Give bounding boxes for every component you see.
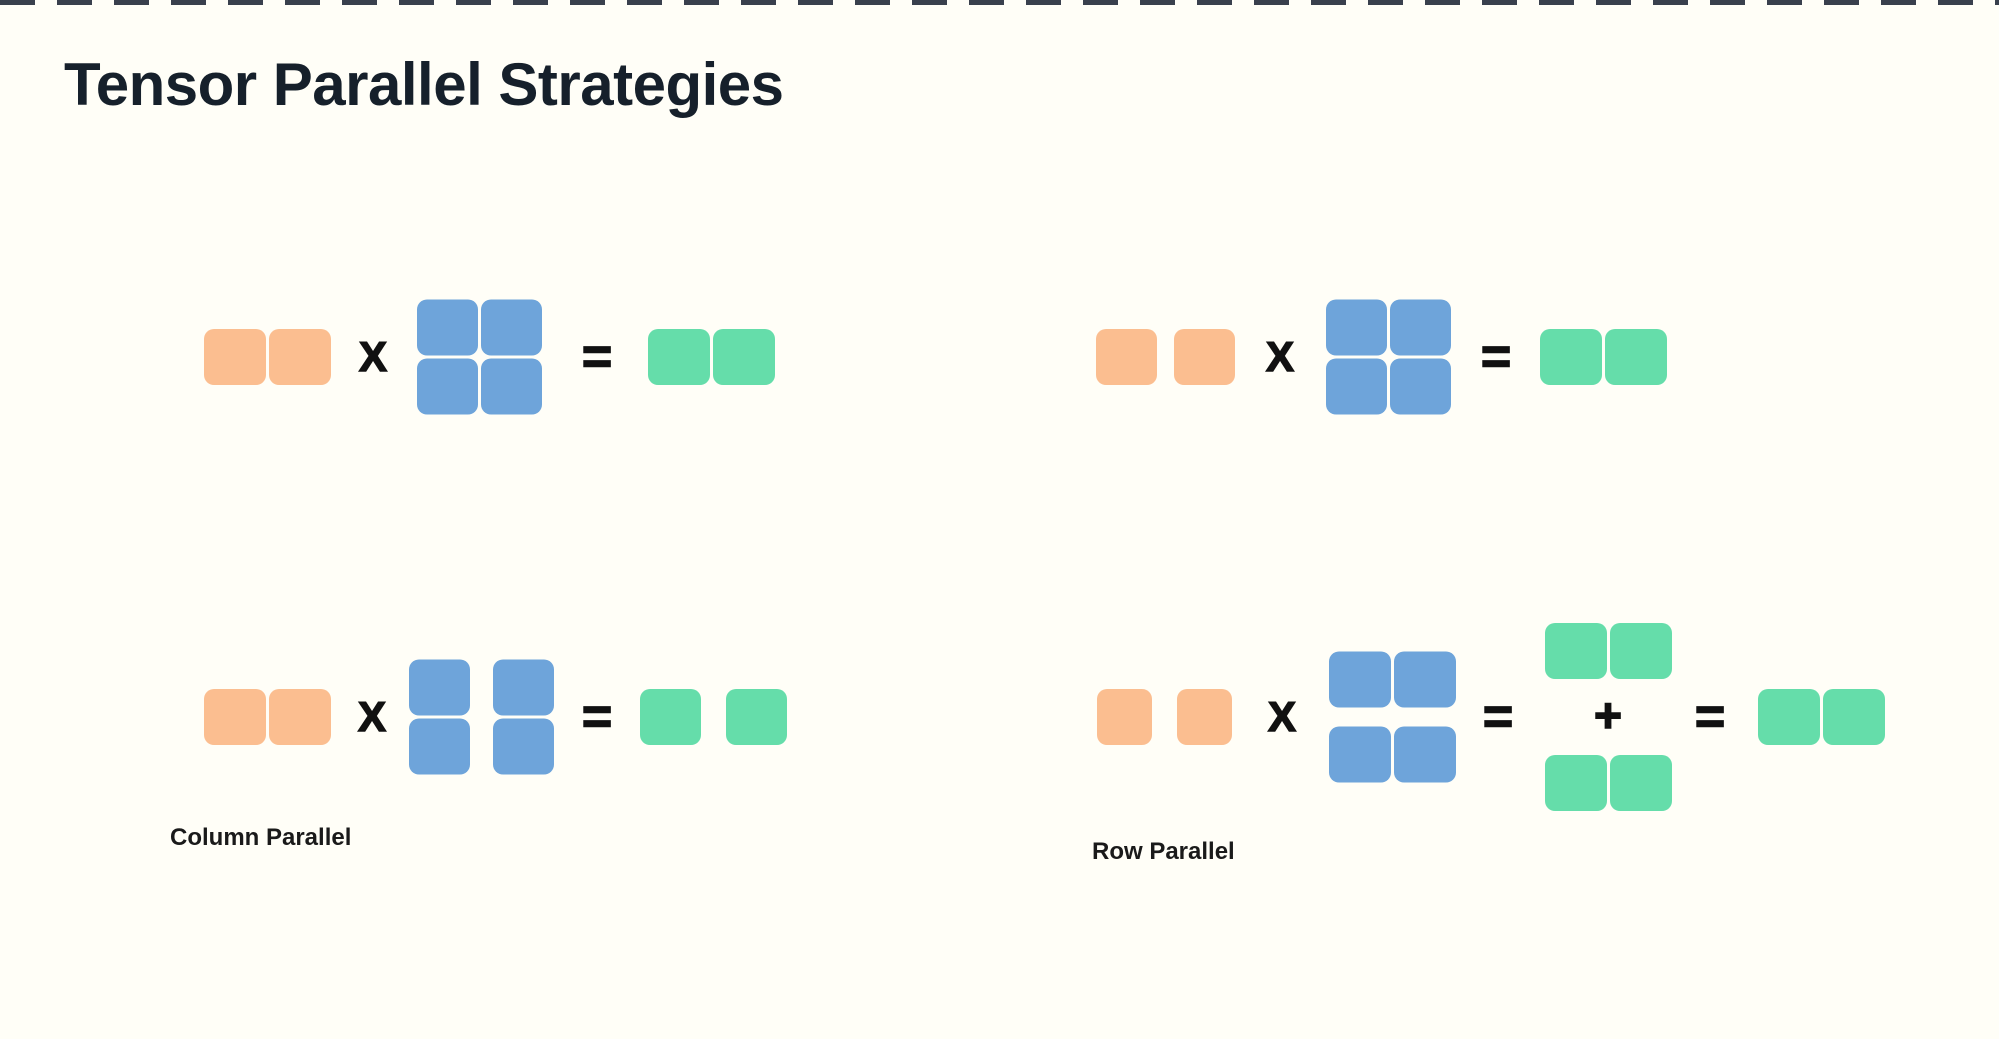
replicated-top-left-weight-matrix (417, 299, 542, 415)
equals-operator-icon: = (581, 688, 613, 746)
input-row-split-cell (1174, 329, 1235, 385)
output-row-cell (1540, 329, 1602, 385)
output-row-cell (713, 329, 775, 385)
multiply-operator-icon: X (1267, 693, 1297, 740)
row-parallel-input-row-split (1097, 689, 1232, 745)
replicated-top-left-output-row (648, 329, 775, 385)
input-row-cell (269, 329, 331, 385)
column-parallel-label: Column Parallel (170, 824, 352, 851)
row-parallel-weight-matrix-row-split (1329, 651, 1456, 783)
page-title: Tensor Parallel Strategies (64, 51, 784, 118)
weight-matrix-column-split-cell (493, 718, 554, 775)
weight-matrix-cell (481, 299, 542, 356)
input-row-cell (269, 689, 331, 745)
weight-matrix-row-split-cell (1394, 726, 1456, 783)
partial-output-bottom-cell (1610, 755, 1672, 811)
input-row-split-cell (1097, 689, 1152, 745)
multiply-operator-icon: X (357, 693, 387, 740)
weight-matrix-column-split-cell (493, 659, 554, 716)
replicated-top-left-input-row (204, 329, 331, 385)
plus-operator-icon: + (1593, 690, 1623, 743)
weight-matrix-column-split-cell (409, 659, 470, 716)
row-parallel-output-row (1758, 689, 1885, 745)
weight-matrix-cell (1390, 299, 1451, 356)
column-parallel-weight-matrix-column-split (409, 659, 554, 775)
partial-output-bottom-cell (1545, 755, 1607, 811)
input-row-split-cell (1177, 689, 1232, 745)
row-parallel-partial-output-bottom (1545, 755, 1672, 811)
weight-matrix-cell (481, 358, 542, 415)
split-input-top-right-input-row-split (1096, 329, 1235, 385)
column-parallel-output-row-split (640, 689, 787, 745)
partial-output-top-cell (1610, 623, 1672, 679)
split-input-top-right-output-row (1540, 329, 1667, 385)
weight-matrix-column-split-cell (409, 718, 470, 775)
input-row-cell (204, 689, 266, 745)
weight-matrix-cell (1326, 299, 1387, 356)
split-input-top-right-weight-matrix (1326, 299, 1451, 415)
weight-matrix-cell (417, 358, 478, 415)
equals-operator-icon: = (1694, 688, 1726, 746)
weight-matrix-row-split-cell (1329, 726, 1391, 783)
column-parallel-input-row (204, 689, 331, 745)
slide-top-dashed-border (0, 0, 1999, 5)
row-parallel-label: Row Parallel (1092, 838, 1235, 865)
equals-operator-icon: = (1482, 688, 1514, 746)
output-row-split-cell (640, 689, 701, 745)
output-row-cell (1758, 689, 1820, 745)
output-row-split-cell (726, 689, 787, 745)
multiply-operator-icon: X (1265, 333, 1295, 380)
weight-matrix-cell (1390, 358, 1451, 415)
row-parallel-partial-output-top (1545, 623, 1672, 679)
weight-matrix-cell (417, 299, 478, 356)
input-row-cell (204, 329, 266, 385)
weight-matrix-cell (1326, 358, 1387, 415)
output-row-cell (1823, 689, 1885, 745)
multiply-operator-icon: X (358, 333, 388, 380)
weight-matrix-row-split-cell (1329, 651, 1391, 708)
partial-output-top-cell (1545, 623, 1607, 679)
input-row-split-cell (1096, 329, 1157, 385)
output-row-cell (648, 329, 710, 385)
output-row-cell (1605, 329, 1667, 385)
weight-matrix-row-split-cell (1394, 651, 1456, 708)
equals-operator-icon: = (581, 328, 613, 386)
equals-operator-icon: = (1480, 328, 1512, 386)
